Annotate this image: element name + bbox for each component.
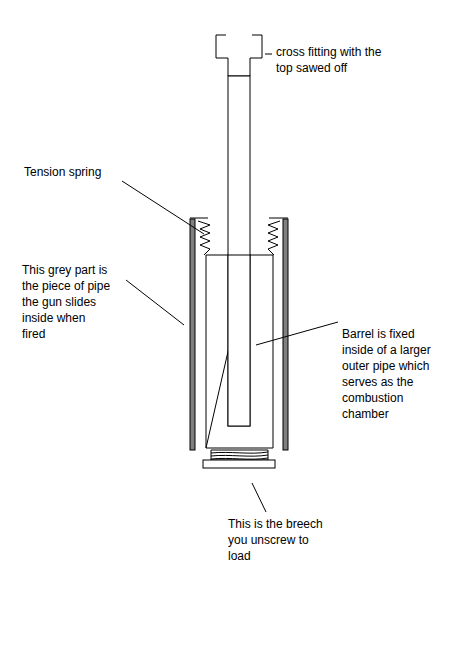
- leader-line: [256, 322, 338, 345]
- part-label: This grey part is the piece of pipe the …: [22, 262, 112, 342]
- leader-line: [126, 280, 184, 325]
- leader-line: [122, 181, 204, 234]
- cross-fitting: [216, 35, 262, 76]
- sliding-pipe: [190, 219, 195, 450]
- part-label: This is the breech you unscrew to load: [228, 516, 334, 564]
- part-label: cross fitting with the top sawed off: [276, 44, 394, 76]
- sliding-pipe-lip: [190, 218, 208, 219]
- part-label: Tension spring: [24, 164, 134, 180]
- combustion-chamber: [206, 255, 207, 448]
- breech-threads: [211, 450, 268, 460]
- sliding-pipe: [283, 219, 288, 450]
- tension-spring: [268, 221, 280, 255]
- combustion-chamber: [206, 255, 273, 448]
- sliding-pipe-lip: [269, 218, 288, 219]
- breech-cap: [203, 460, 275, 468]
- tension-spring: [198, 221, 210, 255]
- leader-line: [265, 54, 272, 55]
- leader-line: [252, 483, 266, 512]
- part-label: Barrel is fixed inside of a larger outer…: [342, 326, 442, 422]
- barrel-in-chamber: [228, 255, 250, 426]
- barrel: [228, 76, 250, 426]
